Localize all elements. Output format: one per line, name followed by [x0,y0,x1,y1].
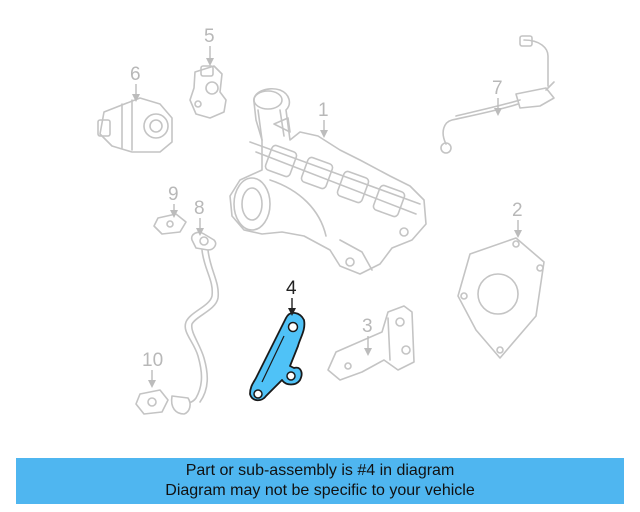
parts-diagram: 5 6 [97,26,555,415]
part-1-turbocharger[interactable] [229,87,427,275]
callout-3-label: 3 [362,316,373,337]
part-4-bracket-highlighted[interactable] [249,312,306,402]
banner-line-2: Diagram may not be specific to your vehi… [165,482,475,499]
part-6-control-valve[interactable] [97,97,173,153]
callout-4-label: 4 [286,278,297,299]
callout-10: 10 [142,350,163,388]
callout-6-label: 6 [130,64,141,85]
callout-5: 5 [204,26,215,66]
callout-2: 2 [512,200,523,238]
callout-8-label: 8 [194,198,205,219]
callout-4: 4 [286,278,297,316]
part-2-gasket[interactable] [457,237,545,359]
callout-7-label: 7 [492,78,503,99]
callout-1: 1 [318,100,329,138]
part-7-sensor-wire[interactable] [440,35,555,154]
callout-10-label: 10 [142,350,163,371]
callout-6: 6 [130,64,141,102]
callout-8: 8 [194,198,205,236]
callout-7: 7 [492,78,503,116]
part-9-gasket[interactable] [153,213,187,235]
info-banner: Part or sub-assembly is #4 in diagram Di… [16,458,624,504]
callout-5-label: 5 [204,26,215,47]
part-3-support-bracket[interactable] [327,305,415,381]
part-10-gasket[interactable] [135,389,169,415]
callout-3: 3 [362,316,373,356]
part-8-feed-line[interactable] [170,231,220,415]
banner-line-1: Part or sub-assembly is #4 in diagram [185,462,455,479]
part-5-actuator[interactable] [189,65,227,119]
callout-9: 9 [168,184,179,218]
callout-1-label: 1 [318,100,329,121]
callout-9-label: 9 [168,184,179,205]
callout-2-label: 2 [512,200,523,221]
